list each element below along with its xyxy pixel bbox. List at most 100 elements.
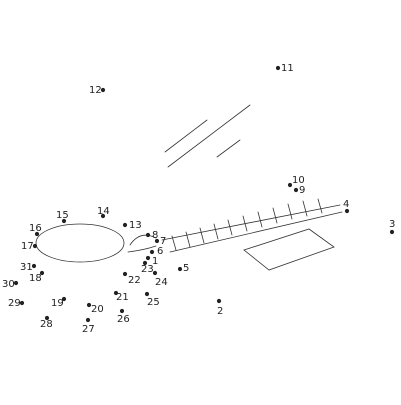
key-line [227, 219, 233, 236]
dot-marker[interactable] [113, 290, 119, 296]
dot-label: 22 [128, 275, 141, 286]
dot-9[interactable]: 9 [293, 185, 305, 196]
dot-label: 6 [157, 246, 163, 257]
dot-18[interactable]: 18 [29, 270, 45, 284]
dot-marker[interactable] [100, 87, 106, 93]
dot-label: 7 [160, 236, 166, 247]
dot-marker[interactable] [61, 218, 67, 224]
dot-marker[interactable] [19, 300, 25, 306]
dot-label: 14 [97, 206, 110, 217]
key-line [287, 203, 293, 220]
dot-marker[interactable] [344, 208, 350, 214]
dot-label: 27 [82, 324, 95, 335]
dot-marker[interactable] [86, 302, 92, 308]
dot-marker[interactable] [44, 315, 50, 321]
dot-marker[interactable] [145, 255, 151, 261]
dot-label: 23 [141, 264, 154, 275]
dot-label: 8 [152, 230, 158, 241]
dot-marker[interactable] [389, 229, 395, 235]
dot-marker[interactable] [144, 291, 150, 297]
dot-22[interactable]: 22 [122, 271, 141, 286]
dot-marker[interactable] [119, 308, 125, 314]
dot-7[interactable]: 7 [154, 236, 166, 247]
dot-marker[interactable] [34, 231, 40, 237]
glare-line-3 [216, 139, 241, 158]
dot-15[interactable]: 15 [56, 210, 69, 224]
dot-marker[interactable] [154, 238, 160, 244]
hinge-curve-2 [127, 245, 157, 253]
dot-marker[interactable] [275, 65, 281, 71]
dot-10[interactable]: 10 [287, 175, 305, 188]
dot-5[interactable]: 5 [177, 263, 189, 274]
dot-marker[interactable] [31, 263, 37, 269]
dot-marker[interactable] [177, 266, 183, 272]
dot-24[interactable]: 24 [152, 270, 168, 288]
dot-14[interactable]: 14 [97, 206, 110, 219]
dot-26[interactable]: 26 [117, 308, 130, 325]
dot-label: 12 [89, 85, 102, 96]
dot-marker[interactable] [61, 296, 67, 302]
dot-label: 11 [281, 63, 294, 74]
dot-12[interactable]: 12 [89, 85, 106, 96]
dot-marker[interactable] [100, 213, 106, 219]
dot-label: 20 [91, 304, 104, 315]
dot-label: 15 [56, 210, 69, 221]
key-line [213, 223, 219, 240]
hinge-curve [129, 234, 157, 246]
dot-3[interactable]: 3 [389, 219, 395, 235]
dot-label: 24 [155, 277, 168, 288]
dot-6[interactable]: 6 [149, 246, 163, 257]
oval-outline [35, 223, 125, 263]
dot-label: 21 [116, 292, 129, 303]
key-line [199, 227, 205, 244]
dot-marker[interactable] [149, 249, 155, 255]
dot-marker[interactable] [122, 222, 128, 228]
dot-marker[interactable] [32, 243, 38, 249]
dot-29[interactable]: 29 [8, 298, 25, 309]
dot-marker[interactable] [13, 280, 19, 286]
dot-28[interactable]: 28 [40, 315, 53, 330]
dot-8[interactable]: 8 [145, 230, 158, 241]
dot-label: 25 [147, 297, 160, 308]
dot-21[interactable]: 21 [113, 290, 129, 303]
dot-17[interactable]: 17 [21, 241, 38, 252]
dot-marker[interactable] [152, 270, 158, 276]
dot-16[interactable]: 16 [29, 223, 42, 237]
dot-label: 19 [51, 298, 64, 309]
dot-label: 26 [117, 314, 130, 325]
dot-4[interactable]: 4 [343, 199, 350, 214]
dot-23[interactable]: 23 [141, 260, 154, 275]
dot-marker[interactable] [142, 260, 148, 266]
dot-label: 18 [29, 273, 42, 284]
key-line [171, 235, 177, 251]
dot-marker[interactable] [85, 317, 91, 323]
dot-label: 30 [2, 279, 15, 290]
dot-30[interactable]: 30 [2, 279, 19, 290]
dot-label: 31 [20, 262, 33, 273]
sketch-lines [35, 104, 343, 271]
dot-2[interactable]: 2 [216, 298, 223, 317]
dot-marker[interactable] [293, 187, 299, 193]
dot-13[interactable]: 13 [122, 220, 142, 231]
dot-11[interactable]: 11 [275, 63, 294, 74]
dot-27[interactable]: 27 [82, 317, 95, 335]
dot-marker[interactable] [145, 232, 151, 238]
dot-31[interactable]: 31 [20, 262, 37, 273]
dot-20[interactable]: 20 [86, 302, 104, 315]
dot-label: 16 [29, 223, 42, 234]
dot-label: 17 [21, 241, 34, 252]
key-line [257, 211, 263, 228]
glare-line-1 [164, 119, 208, 153]
dot-label: 1 [152, 256, 158, 267]
dot-1[interactable]: 1 [145, 255, 158, 267]
dot-label: 28 [40, 319, 53, 330]
dot-19[interactable]: 19 [51, 296, 67, 309]
key-line [272, 207, 278, 224]
dot-marker[interactable] [39, 270, 45, 276]
dot-marker[interactable] [216, 298, 222, 304]
dot-marker[interactable] [287, 182, 293, 188]
dot-25[interactable]: 25 [144, 291, 160, 308]
dot-marker[interactable] [122, 271, 128, 277]
dot-label: 10 [292, 175, 305, 186]
